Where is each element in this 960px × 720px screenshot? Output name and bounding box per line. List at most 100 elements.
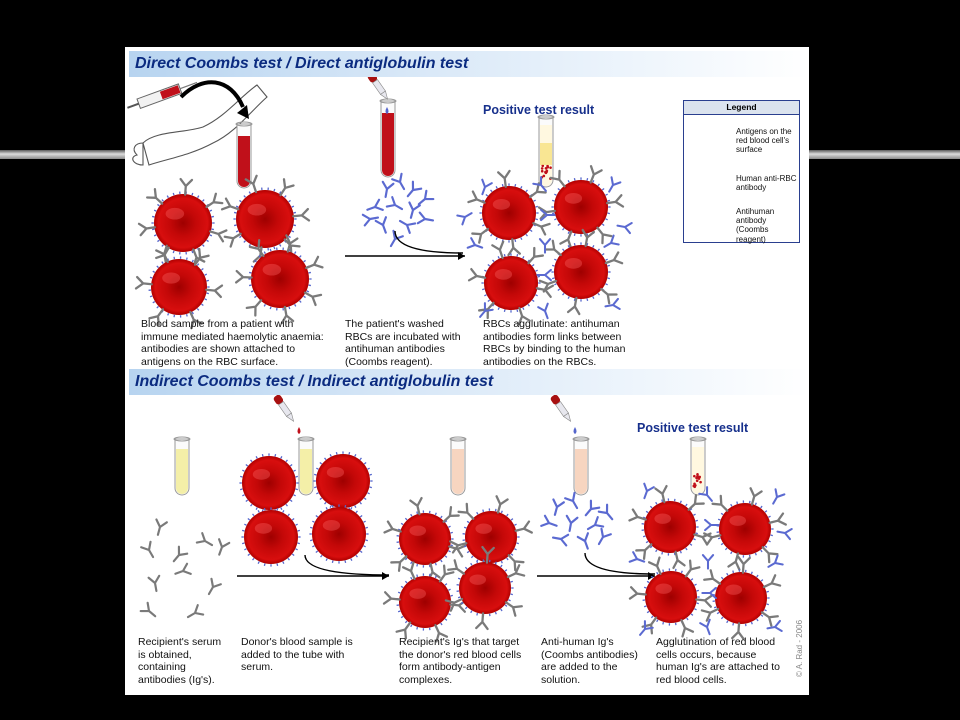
antigen-mark [732, 570, 735, 574]
antigen-mark [263, 303, 266, 307]
antigen-mark [355, 510, 358, 514]
human-antibody-icon [532, 222, 551, 236]
antigen-mark [689, 543, 693, 546]
antigen-mark [481, 288, 485, 291]
antigen-mark [503, 253, 506, 257]
red-blood-cell [712, 569, 770, 627]
antigen-mark [730, 503, 733, 507]
antigen-mark [768, 515, 771, 518]
antigen-mark [533, 199, 536, 202]
human-antibody-icon [195, 532, 214, 547]
antigen-mark [329, 454, 332, 457]
antigen-mark [400, 585, 404, 589]
red-blood-cell [233, 187, 297, 251]
antigen-mark [592, 296, 595, 299]
antigen-mark [416, 574, 419, 578]
human-antibody-icon [390, 555, 408, 572]
red-blood-cell [241, 507, 301, 567]
antigen-mark [766, 603, 769, 606]
human-antibody-icon [517, 306, 531, 326]
dropper-icon [550, 394, 572, 422]
antigen-mark [291, 518, 295, 521]
human-antibody-icon [711, 494, 729, 512]
antihuman-antibody-icon [406, 180, 423, 198]
antigen-mark [760, 579, 764, 582]
human-antibody-icon [504, 601, 523, 617]
indirect-caption-2: Donor's blood sample is added to the tub… [241, 636, 353, 674]
indirect-caption-3: Recipient's Ig's that target the donor's… [399, 636, 522, 686]
human-antibody-icon [382, 591, 401, 605]
antigen-mark [191, 192, 194, 196]
antigen-mark [294, 251, 297, 255]
red-blood-cell [551, 242, 611, 302]
antigen-mark [397, 528, 401, 531]
direct-caption-3: RBCs agglutinate: antihuman antibodies f… [483, 318, 626, 368]
antigen-mark [344, 560, 347, 564]
antigen-mark [242, 494, 245, 497]
human-antibody-icon [218, 538, 231, 556]
antigen-mark [482, 199, 485, 202]
antigen-mark [280, 507, 283, 510]
antihuman-antibody-icon [597, 503, 614, 521]
antigen-mark [557, 288, 561, 291]
antigen-mark [293, 469, 296, 472]
antigen-mark [440, 515, 443, 519]
antigen-mark [760, 505, 763, 509]
antigen-mark [167, 312, 170, 316]
antihuman-antibody-icon [538, 238, 552, 254]
indirect-test-banner: Indirect Coombs test / Indirect antiglob… [129, 369, 809, 395]
antigen-mark [510, 593, 513, 596]
antigen-mark [153, 234, 157, 237]
antigen-mark [716, 611, 720, 615]
antigen-mark [554, 283, 557, 286]
human-antibody-icon [205, 192, 224, 209]
antigen-mark [601, 188, 605, 191]
antihuman-antibody-icon [564, 491, 579, 510]
antigen-mark [500, 608, 503, 612]
antigen-mark [201, 303, 204, 307]
antigen-mark [242, 469, 245, 472]
antigen-mark [531, 299, 535, 302]
antigen-mark [750, 571, 753, 575]
antihuman-antibody-icon [536, 268, 552, 282]
antigen-mark [525, 233, 528, 237]
antihuman-antibody-icon [374, 216, 387, 234]
antigen-mark [397, 610, 401, 613]
antihuman-antibody-icon [381, 180, 395, 199]
human-antibody-icon [285, 234, 299, 253]
antigen-mark [359, 515, 363, 518]
antigen-mark [248, 191, 251, 195]
antigen-mark [172, 192, 175, 196]
human-antibody-icon [395, 621, 412, 640]
antigen-mark [434, 512, 437, 516]
human-antibody-icon [280, 305, 295, 325]
antigen-mark [161, 261, 164, 265]
antihuman-antibody-icon [540, 208, 556, 222]
antigen-mark [557, 188, 561, 191]
antigen-mark [369, 486, 373, 489]
antihuman-antibody-icon [608, 176, 622, 193]
sample-arrow [179, 80, 245, 108]
antigen-mark [172, 250, 175, 254]
hand-icon [132, 142, 144, 166]
antihuman-antibody-icon [584, 499, 601, 517]
antigen-mark [760, 549, 763, 553]
antigen-mark [434, 562, 437, 566]
antigen-mark [529, 229, 533, 232]
antigen-mark [573, 177, 576, 181]
antigen-mark [257, 510, 260, 513]
antigen-mark [263, 251, 266, 255]
human-antibody-icon [654, 484, 668, 504]
antigen-mark [573, 233, 576, 237]
antigen-mark [554, 218, 557, 221]
antigen-mark [243, 240, 246, 243]
antigen-mark [466, 550, 470, 554]
antigen-mark [717, 518, 721, 521]
antigen-mark [191, 250, 194, 254]
antigen-mark [400, 615, 404, 619]
antigen-mark [285, 459, 288, 463]
antihuman-antibody-icon [776, 527, 793, 541]
antigen-mark [661, 551, 664, 555]
human-antibody-icon [647, 556, 662, 575]
human-antibody-icon [174, 562, 192, 575]
